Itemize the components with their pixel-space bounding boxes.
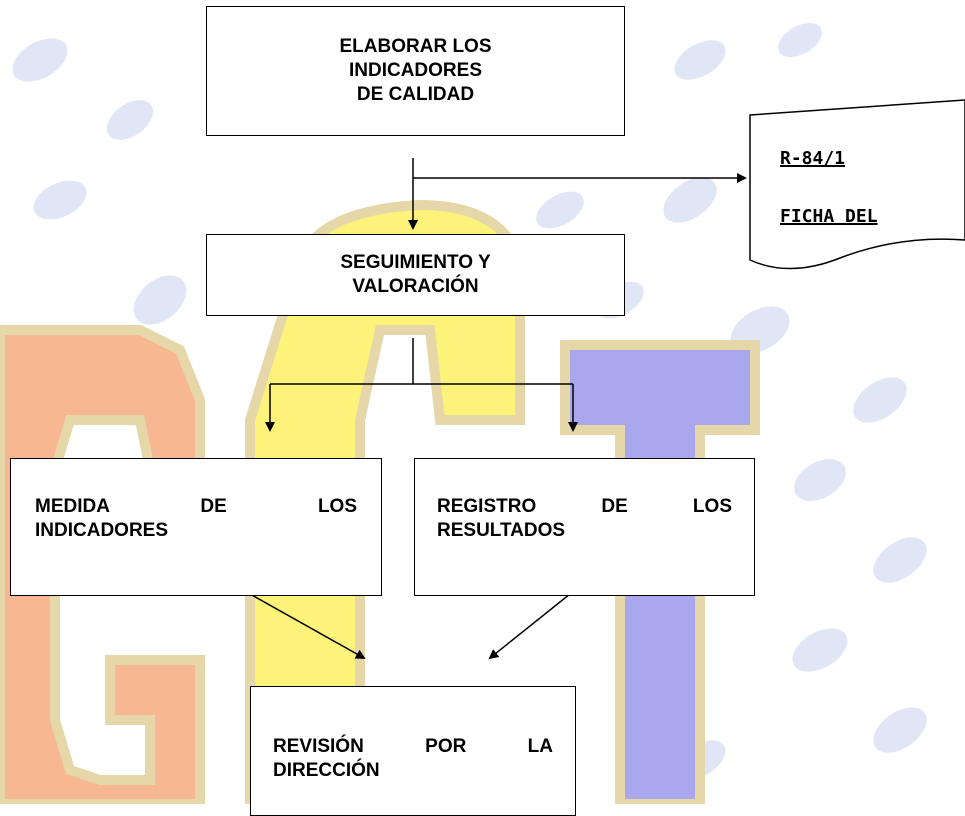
node-registro-line-1: REGISTRO DE LOS: [437, 496, 732, 517]
logo-letter-g: [0, 325, 205, 804]
node-registro-line-2: RESULTADOS: [437, 520, 566, 541]
document-code: R-84/1: [780, 148, 846, 169]
node-elaborar-line-2: INDICADORES: [348, 60, 482, 81]
node-elaborar-line-3: DE CALIDAD: [356, 84, 475, 105]
node-seguimiento-line-1: SEGUIMIENTO Y: [340, 252, 491, 273]
node-elaborar-indicadores: ELABORAR LOS INDICADORES DE CALIDAD: [206, 6, 625, 136]
node-seguimiento-valoracion: SEGUIMIENTO Y VALORACIÓN: [206, 234, 625, 316]
node-revision-direccion: REVISIÓN POR LA DIRECCIÓN: [250, 686, 576, 816]
document-label: R-84/1 FICHA DEL: [780, 148, 878, 227]
node-revision-line-1: REVISIÓN POR LA: [273, 736, 553, 757]
node-seguimiento-line-2: VALORACIÓN: [352, 276, 479, 297]
node-elaborar-line-1: ELABORAR LOS: [339, 36, 492, 57]
node-medida-line-1: MEDIDA DE LOS: [35, 496, 357, 517]
node-revision-line-2: DIRECCIÓN: [273, 760, 380, 781]
node-medida-line-2: INDICADORES: [35, 520, 169, 541]
node-medida-indicadores: MEDIDA DE LOS INDICADORES: [10, 458, 382, 596]
node-registro-resultados: REGISTRO DE LOS RESULTADOS: [414, 458, 755, 596]
document-title: FICHA DEL: [780, 206, 878, 227]
